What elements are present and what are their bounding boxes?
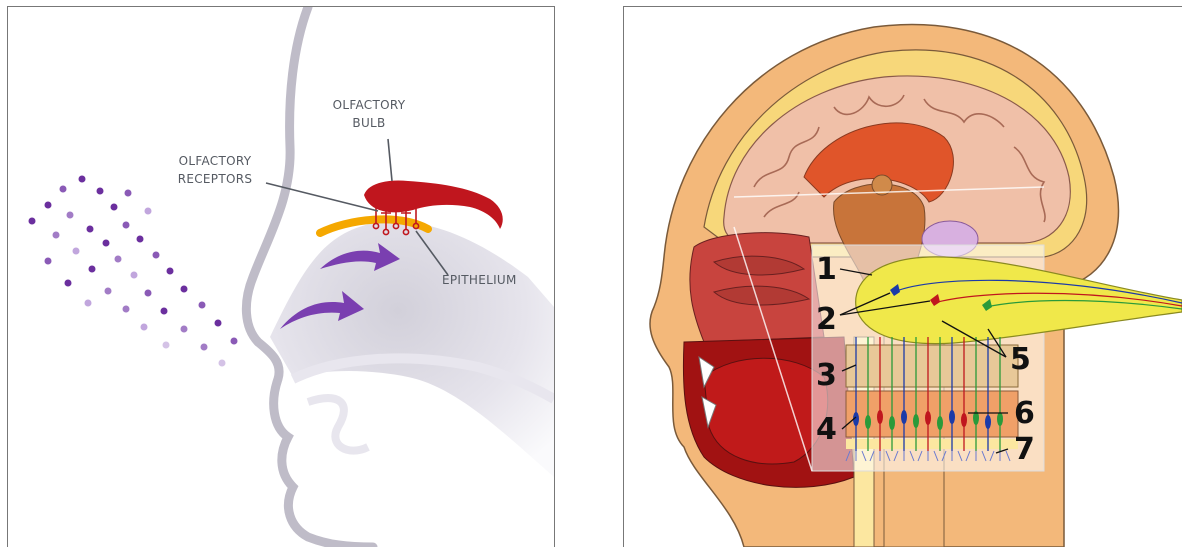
olfaction-profile-svg: OLFACTORY BULB OLFACTORY RECEPTORS EPITH… [8, 7, 554, 547]
bulb-label-line2: BULB [352, 116, 385, 130]
bulb-label-line1: OLFACTORY [333, 98, 406, 112]
label-number-7: 7 [1014, 432, 1035, 467]
odor-molecules [29, 176, 238, 367]
nasal-cavity [270, 221, 554, 477]
label-number-3: 3 [816, 358, 837, 393]
label-number-2: 2 [816, 302, 837, 337]
olfaction-diagram-left: OLFACTORY BULB OLFACTORY RECEPTORS EPITH… [7, 6, 555, 547]
label-number-1: 1 [816, 252, 837, 287]
bulb-leader [388, 139, 392, 181]
cribriform-plate [846, 345, 1018, 387]
label-number-5: 5 [1010, 342, 1031, 377]
olfactory-epithelium [846, 391, 1018, 437]
head-cross-section-svg: 1 2 3 4 5 6 7 [624, 7, 1182, 547]
turbinate-line [308, 398, 368, 450]
receptors-label-line1: OLFACTORY [179, 154, 252, 168]
mucus-layer [846, 439, 1018, 449]
olfaction-diagram-right: 1 2 3 4 5 6 7 [623, 6, 1182, 547]
tongue [704, 358, 828, 464]
label-number-6: 6 [1014, 396, 1035, 431]
receptors-label-line2: RECEPTORS [178, 172, 253, 186]
label-number-4: 4 [816, 412, 837, 447]
olfactory-bulb [856, 257, 1182, 344]
epithelium-label: EPITHELIUM [442, 273, 517, 287]
